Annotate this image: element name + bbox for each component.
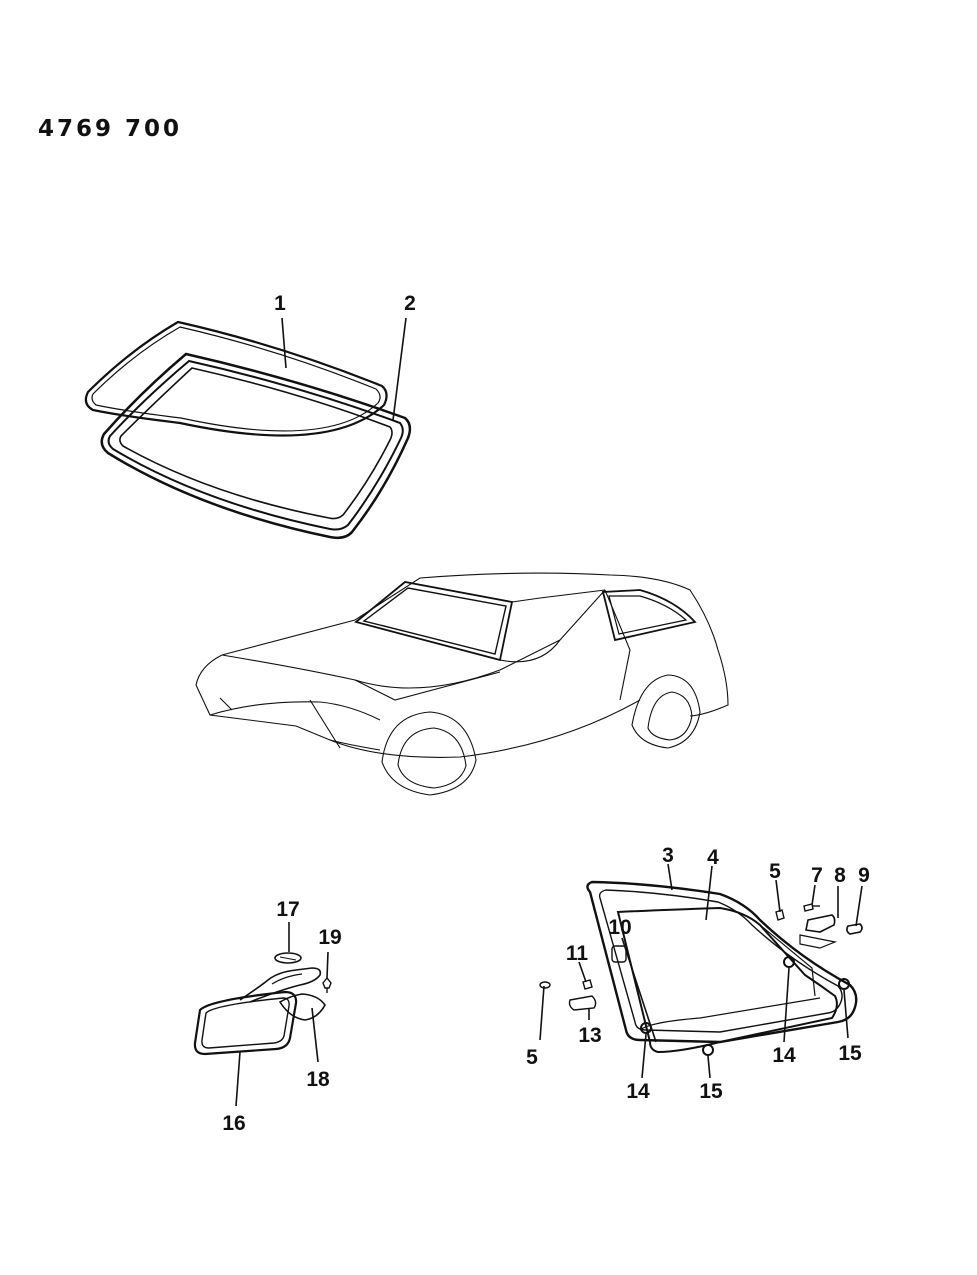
callout-16: 16 (222, 1112, 245, 1135)
callout-14-left: 14 (626, 1080, 650, 1103)
callout-5-lower: 5 (526, 1046, 538, 1069)
mirror-cover (278, 993, 326, 1021)
hinge-screw (582, 979, 593, 990)
leader-line-7 (811, 884, 816, 906)
latch-bracket (799, 914, 838, 949)
leader-line-10 (621, 937, 657, 1043)
leader-line-15a (707, 1055, 711, 1079)
spacer-nut-a (640, 956, 795, 1034)
leader-line-19 (326, 951, 329, 979)
callout-14-right: 14 (772, 1044, 796, 1067)
mirror-screw (322, 976, 332, 993)
window-bumper (611, 945, 627, 963)
callout-19: 19 (318, 926, 341, 949)
leader-line-4 (705, 865, 713, 921)
callout-18: 18 (306, 1068, 330, 1091)
callout-3: 3 (662, 844, 674, 867)
hinge-plate (568, 995, 597, 1011)
rearview-mirror (193, 990, 298, 1056)
mirror-stay (239, 967, 322, 1003)
leader-line-2 (392, 317, 407, 421)
leader-line-16 (235, 1051, 241, 1107)
callout-11: 11 (566, 942, 589, 965)
leader-line-14b (783, 967, 790, 1043)
callout-15-right: 15 (838, 1042, 862, 1065)
callout-4: 4 (707, 846, 719, 869)
leader-line-9 (855, 885, 863, 927)
quarter-window-glass (616, 906, 838, 1054)
latch-screw (803, 903, 820, 912)
callout-17: 17 (276, 898, 299, 921)
callout-15-left: 15 (699, 1080, 723, 1103)
leader-line-18 (311, 1007, 319, 1063)
car-illustration (195, 572, 729, 796)
callout-8: 8 (834, 864, 846, 887)
windshield-molding (100, 352, 412, 540)
diagram-code: 4769 700 (38, 116, 183, 142)
callout-1: 1 (274, 292, 286, 315)
callout-5-upper: 5 (769, 860, 781, 883)
callout-10: 10 (608, 916, 631, 939)
callout-7: 7 (811, 864, 823, 887)
spacer-nut-b (702, 978, 850, 1056)
leader-line-3 (667, 863, 673, 891)
callout-9: 9 (858, 864, 870, 887)
leader-line-15b (843, 989, 849, 1039)
leader-line-11 (578, 961, 587, 983)
callout-13: 13 (578, 1024, 601, 1047)
leader-line-14a (641, 1033, 647, 1079)
latch-cover (846, 923, 863, 935)
callout-2: 2 (404, 292, 416, 315)
windshield-glass (84, 320, 388, 437)
leader-line-5a (775, 879, 781, 913)
mirror-base-nut (274, 952, 302, 964)
leader-line-1 (281, 317, 287, 369)
pin-bolt (539, 981, 551, 1041)
